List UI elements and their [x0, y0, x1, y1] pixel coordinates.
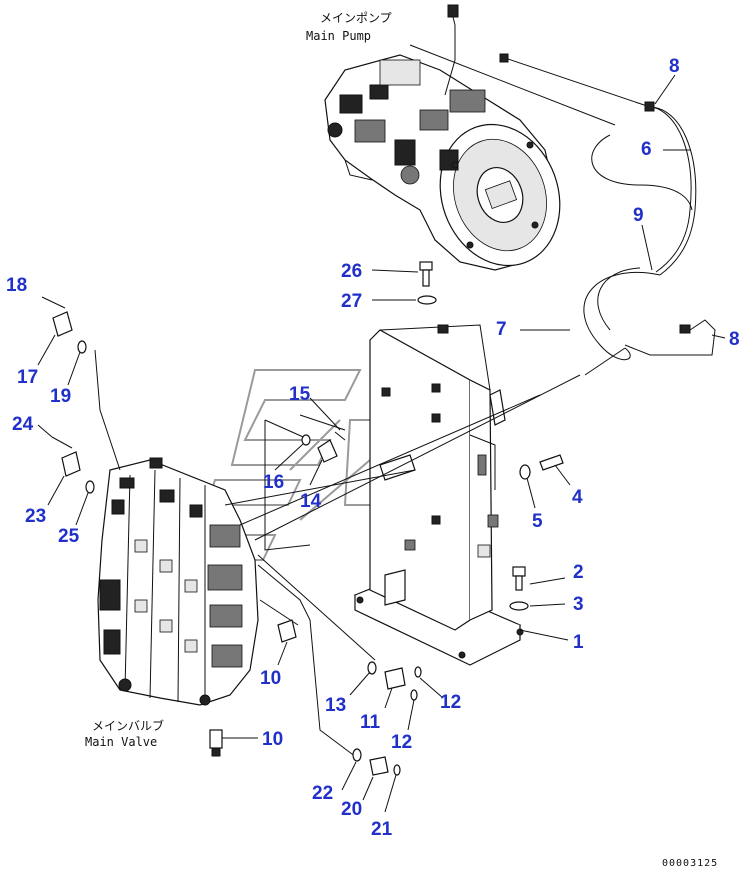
callout-6: 6 — [641, 139, 652, 160]
hose-lines — [94, 4, 716, 761]
callout-12-lower: 12 — [391, 732, 412, 753]
callout-4: 4 — [572, 487, 583, 508]
callout-24: 24 — [12, 414, 34, 435]
callout-8-top: 8 — [669, 56, 680, 77]
captions: メインポンプ Main Pump メインバルブ Main Valve 00003… — [85, 11, 718, 869]
callout-leaders — [37, 74, 726, 813]
callout-17: 17 — [17, 367, 38, 388]
callout-20: 20 — [341, 799, 362, 820]
main-pump — [324, 54, 561, 271]
main-valve — [97, 457, 259, 706]
callout-15: 15 — [289, 384, 311, 405]
callout-2: 2 — [573, 562, 584, 583]
callout-23: 23 — [25, 506, 46, 527]
main-valve-caption-en: Main Valve — [85, 735, 157, 749]
callout-5: 5 — [532, 511, 543, 532]
callout-9: 9 — [633, 205, 644, 226]
callout-21: 21 — [371, 819, 393, 840]
callout-16: 16 — [263, 472, 284, 493]
callout-7: 7 — [496, 319, 507, 340]
callout-3: 3 — [573, 594, 584, 615]
callout-10-lower: 10 — [262, 729, 283, 750]
callout-10-upper: 10 — [260, 668, 281, 689]
callout-27: 27 — [341, 291, 362, 312]
callout-19: 19 — [50, 386, 71, 407]
main-pump-caption-en: Main Pump — [306, 29, 371, 43]
callout-14: 14 — [300, 491, 322, 512]
small-parts — [41, 261, 564, 776]
bracket — [353, 324, 524, 666]
main-pump-caption-jp: メインポンプ — [320, 11, 392, 25]
callout-26: 26 — [341, 261, 362, 282]
callout-8-right: 8 — [729, 329, 740, 350]
callout-labels: 1 2 3 4 5 6 7 8 8 9 10 10 11 12 12 13 14… — [6, 56, 740, 840]
callout-18: 18 — [6, 275, 27, 296]
main-valve-caption-jp: メインバルブ — [92, 718, 164, 733]
callout-22: 22 — [312, 783, 333, 804]
callout-12-upper: 12 — [440, 692, 461, 713]
callout-25: 25 — [58, 526, 80, 547]
document-number: 00003125 — [662, 858, 718, 869]
callout-11: 11 — [360, 712, 381, 733]
callout-13: 13 — [325, 695, 346, 716]
callout-1: 1 — [573, 632, 584, 653]
